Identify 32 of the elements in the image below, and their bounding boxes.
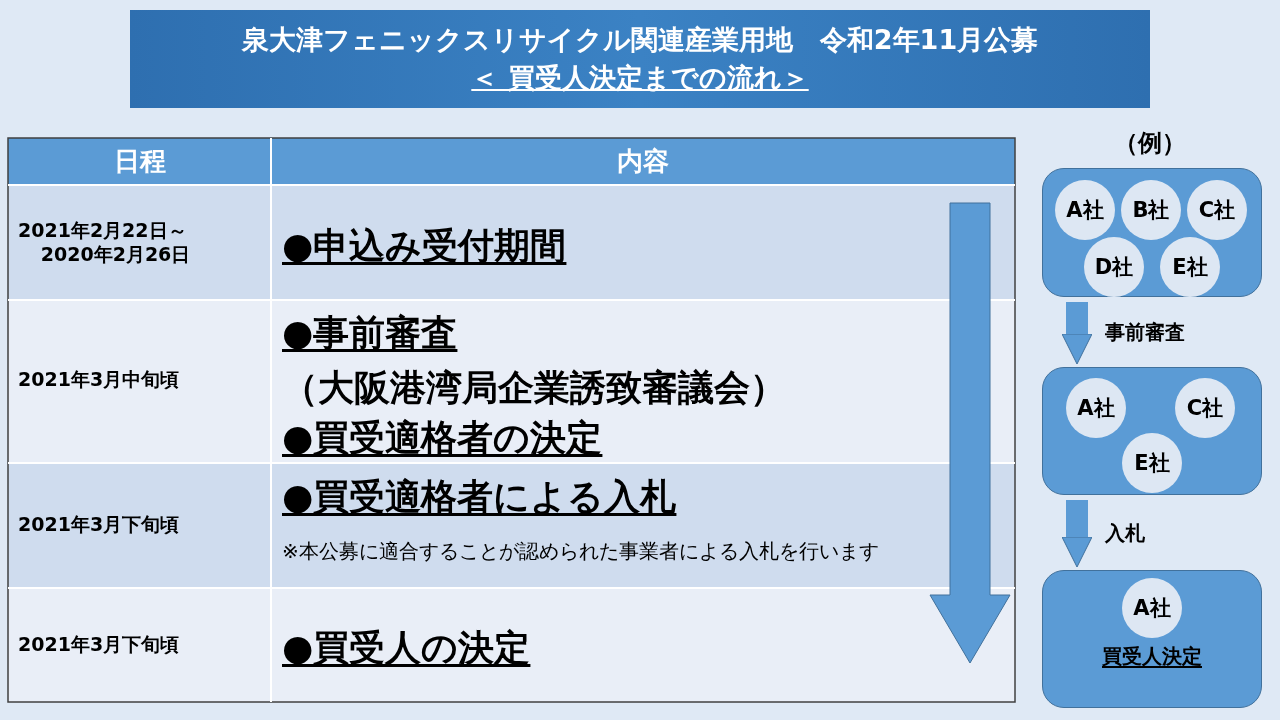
step-heading: ●買受適格者による入札 bbox=[282, 474, 677, 519]
step-heading: ●買受適格者の決定 bbox=[282, 415, 603, 460]
edge-label: 事前審査 bbox=[1105, 319, 1185, 346]
title-text: ＜ 買受人決定までの流れ＞ bbox=[471, 61, 809, 95]
company-circle: C社 bbox=[1187, 180, 1247, 240]
company-circle: D社 bbox=[1084, 237, 1144, 297]
company-circle: A社 bbox=[1055, 180, 1115, 240]
date-text: 2021年3月中旬頃 bbox=[18, 368, 180, 392]
step-note: （大阪港湾局企業誘致審議会） bbox=[282, 365, 786, 410]
date-text: 2021年3月下旬頃 bbox=[18, 513, 180, 537]
title-banner bbox=[130, 10, 1150, 108]
step-heading: ●買受人の決定 bbox=[282, 625, 531, 670]
company-circle: A社 bbox=[1122, 578, 1182, 638]
edge-label: 入札 bbox=[1105, 519, 1145, 547]
column-header: 内容 bbox=[617, 145, 669, 178]
step-heading: ●申込み受付期間 bbox=[282, 223, 567, 268]
company-circle: E社 bbox=[1160, 237, 1220, 297]
company-circle: A社 bbox=[1066, 378, 1126, 438]
date-text: 2021年2月22日～2020年2月26日 bbox=[18, 218, 192, 267]
date-text: 2021年3月下旬頃 bbox=[18, 633, 180, 657]
company-circle: C社 bbox=[1175, 378, 1235, 438]
company-circle: E社 bbox=[1122, 433, 1182, 493]
title-text: 泉大津フェニックスリサイクル関連産業用地 令和2年11月公募 bbox=[241, 23, 1039, 58]
company-group-box bbox=[1042, 367, 1262, 495]
note-text: ※本公募に適合することが認められた事業者による入札を行います bbox=[282, 538, 879, 564]
column-header: 日程 bbox=[113, 145, 166, 178]
company-circle: B社 bbox=[1121, 180, 1181, 240]
step-heading: ●事前審査 bbox=[282, 310, 458, 355]
company-group-box bbox=[1042, 570, 1262, 708]
company-group-box bbox=[1042, 168, 1262, 297]
example-heading: （例） bbox=[1114, 128, 1186, 158]
result-text: 買受人決定 bbox=[1101, 643, 1203, 670]
